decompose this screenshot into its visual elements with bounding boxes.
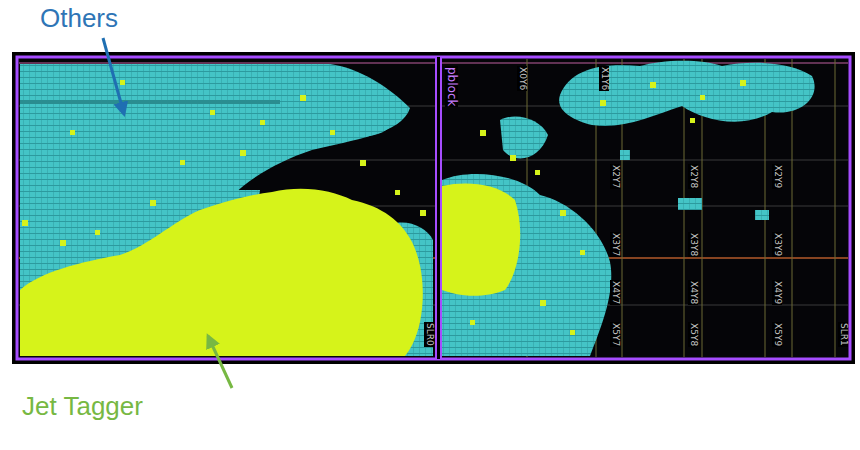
region-label: X3Y8 bbox=[688, 232, 698, 257]
region-label: X2Y7 bbox=[610, 164, 620, 189]
region-label: X5Y9 bbox=[772, 322, 782, 347]
slr-label: SLR1 bbox=[838, 322, 848, 347]
region-label: X4Y9 bbox=[772, 280, 782, 305]
others-logic bbox=[20, 61, 815, 356]
callout-arrow bbox=[208, 336, 232, 388]
region-label: X5Y7 bbox=[610, 322, 620, 347]
slr-divider-line bbox=[440, 57, 442, 359]
callout-arrow bbox=[103, 38, 124, 114]
pblock-label: pblock bbox=[445, 66, 458, 107]
callout-label: Others bbox=[40, 4, 118, 33]
region-label: X2Y9 bbox=[772, 164, 782, 189]
device-border bbox=[17, 57, 850, 359]
region-label: X4Y8 bbox=[688, 280, 698, 305]
jet-tagger-logic bbox=[20, 80, 746, 356]
slr-divider-line bbox=[435, 57, 437, 359]
die-frame bbox=[12, 52, 855, 364]
region-label: X5Y8 bbox=[688, 322, 698, 347]
slr-label: SLR0 bbox=[424, 322, 434, 347]
callout-label: Jet Tagger bbox=[22, 392, 143, 421]
region-label: X3Y9 bbox=[772, 232, 782, 257]
slr-divider bbox=[435, 57, 441, 359]
region-label: X0Y6 bbox=[517, 66, 527, 91]
region-label: X2Y8 bbox=[688, 164, 698, 189]
region-label: X4Y7 bbox=[610, 280, 620, 305]
top-boundary bbox=[19, 63, 848, 64]
region-label: X1Y6 bbox=[599, 66, 609, 91]
region-label: X3Y7 bbox=[610, 232, 620, 257]
